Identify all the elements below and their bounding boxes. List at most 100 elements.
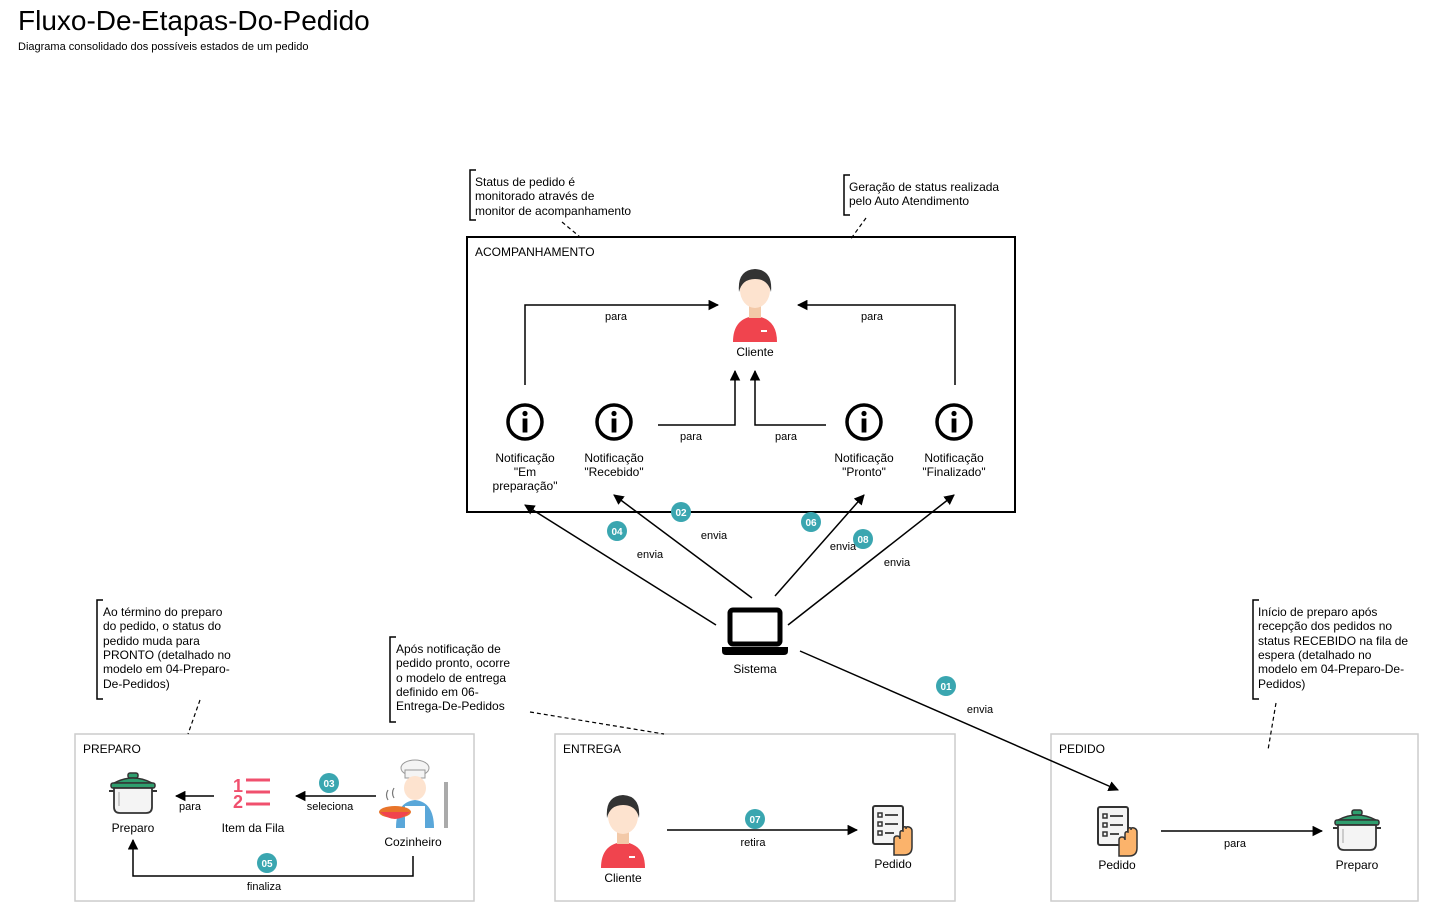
edge-label-envia-04: envia bbox=[637, 549, 664, 561]
svg-text:modelo em 04-Preparo-De-: modelo em 04-Preparo-De- bbox=[1258, 662, 1404, 676]
svg-text:pedido pronto, ocorre: pedido pronto, ocorre bbox=[396, 656, 510, 670]
svg-text:"Pronto": "Pronto" bbox=[842, 465, 886, 479]
info-icon bbox=[595, 403, 633, 441]
notif-recebido-node: Notificação "Recebido" bbox=[584, 403, 644, 479]
svg-text:pedido muda para: pedido muda para bbox=[103, 634, 200, 648]
edge-label-envia-06: envia bbox=[830, 541, 857, 553]
page-subtitle: Diagrama consolidado dos possíveis estad… bbox=[18, 41, 308, 53]
info-icon bbox=[935, 403, 973, 441]
step-badge: 07 bbox=[745, 809, 765, 829]
edge-pronto-to-cliente bbox=[749, 369, 826, 426]
edge-cozinheiro-to-preparo bbox=[127, 838, 414, 877]
edge-label-envia-02: envia bbox=[701, 530, 728, 542]
edge-label-para-1: para bbox=[605, 311, 628, 323]
edge-label-retira: retira bbox=[740, 837, 766, 849]
pedido-container bbox=[1050, 733, 1419, 902]
edge-sistema-to-em-preparacao bbox=[524, 504, 717, 626]
svg-text:status RECEBIDO na fila de: status RECEBIDO na fila de bbox=[1258, 634, 1408, 648]
svg-text:Entrega-De-Pedidos: Entrega-De-Pedidos bbox=[396, 699, 505, 713]
step-badge: 06 bbox=[801, 512, 821, 532]
pedido-title: PEDIDO bbox=[1059, 742, 1105, 756]
edge-label-para-2: para bbox=[861, 311, 884, 323]
cliente-top-label: Cliente bbox=[736, 345, 774, 359]
svg-text:08: 08 bbox=[857, 535, 869, 546]
edge-sistema-to-finalizado bbox=[787, 494, 955, 626]
svg-text:De-Pedidos): De-Pedidos) bbox=[103, 677, 170, 691]
cozinheiro-label: Cozinheiro bbox=[384, 835, 442, 849]
edge-finalizado-to-cliente bbox=[796, 299, 956, 385]
step-badge: 01 bbox=[936, 676, 956, 696]
cliente-top-icon bbox=[733, 269, 777, 342]
svg-text:04: 04 bbox=[611, 527, 623, 538]
step-badge: 05 bbox=[257, 853, 277, 873]
svg-text:recepção dos pedidos no: recepção dos pedidos no bbox=[1258, 619, 1392, 633]
step-badge: 08 bbox=[853, 529, 873, 549]
svg-text:Notificação: Notificação bbox=[495, 451, 555, 465]
svg-text:o modelo de entrega: o modelo de entrega bbox=[396, 671, 506, 685]
edge-recebido-to-cliente bbox=[658, 369, 741, 426]
acompanhamento-title: ACOMPANHAMENTO bbox=[475, 245, 595, 259]
svg-text:01: 01 bbox=[940, 682, 952, 693]
note-preparo: Ao término do preparo do pedido, o statu… bbox=[96, 599, 231, 735]
item-fila-label: Item da Fila bbox=[222, 821, 285, 835]
page-title: Fluxo-De-Etapas-Do-Pedido bbox=[18, 5, 370, 36]
sistema-label: Sistema bbox=[733, 662, 777, 676]
svg-text:05: 05 bbox=[261, 859, 273, 870]
svg-text:preparação": preparação" bbox=[493, 479, 558, 493]
svg-text:Geração de status realizada: Geração de status realizada bbox=[849, 180, 999, 194]
pot-icon bbox=[108, 772, 158, 814]
entrega-title: ENTREGA bbox=[563, 742, 621, 756]
acompanhamento-container bbox=[466, 236, 1016, 513]
edge-label-para-4: para bbox=[775, 431, 798, 443]
svg-text:Notificação: Notificação bbox=[584, 451, 644, 465]
pedido-entrega-label: Pedido bbox=[874, 857, 912, 871]
notif-finalizado-node: Notificação "Finalizado" bbox=[922, 403, 986, 479]
preparo-right-label: Preparo bbox=[1336, 858, 1379, 872]
order-hand-icon bbox=[872, 805, 913, 856]
note-pedido: Início de preparo após recepção dos pedi… bbox=[1252, 599, 1408, 751]
note-entrega: Após notificação de pedido pronto, ocorr… bbox=[389, 636, 665, 735]
svg-text:definido em 06-: definido em 06- bbox=[396, 685, 479, 699]
info-icon bbox=[845, 403, 883, 441]
step-badge: 03 bbox=[319, 773, 339, 793]
info-icon bbox=[506, 403, 544, 441]
svg-text:monitor de acompanhamento: monitor de acompanhamento bbox=[475, 204, 631, 218]
edge-label-envia-08: envia bbox=[884, 557, 911, 569]
svg-text:espera (detalhado no: espera (detalhado no bbox=[1258, 648, 1372, 662]
numbered-list-icon: 1 2 bbox=[233, 776, 270, 812]
svg-text:06: 06 bbox=[805, 518, 817, 529]
edge-sistema-to-pronto bbox=[774, 494, 865, 597]
entrega-container bbox=[554, 733, 956, 902]
chef-icon bbox=[379, 759, 448, 828]
svg-text:07: 07 bbox=[749, 815, 761, 826]
order-hand-icon bbox=[1097, 806, 1138, 857]
svg-text:monitorado através de: monitorado através de bbox=[475, 189, 595, 203]
svg-text:02: 02 bbox=[675, 508, 687, 519]
svg-text:"Recebido": "Recebido" bbox=[584, 465, 643, 479]
svg-text:PRONTO (detalhado no: PRONTO (detalhado no bbox=[103, 648, 231, 662]
cliente-entrega-label: Cliente bbox=[604, 871, 642, 885]
laptop-icon bbox=[722, 610, 788, 655]
cliente-entrega-icon bbox=[601, 795, 645, 868]
note-acompanhamento: Status de pedido é monitorado através de… bbox=[469, 169, 631, 238]
note-geracao: Geração de status realizada pelo Auto At… bbox=[843, 174, 999, 241]
svg-text:Ao término do preparo: Ao término do preparo bbox=[103, 605, 223, 619]
svg-text:Início de preparo após: Início de preparo após bbox=[1258, 605, 1377, 619]
edge-em-preparacao-to-cliente bbox=[524, 299, 720, 385]
svg-text:Pedidos): Pedidos) bbox=[1258, 677, 1305, 691]
svg-text:03: 03 bbox=[323, 779, 335, 790]
svg-text:1: 1 bbox=[233, 776, 243, 796]
preparo-title: PREPARO bbox=[83, 742, 141, 756]
notif-em-preparacao-node: Notificação "Em preparação" bbox=[493, 403, 558, 493]
step-badge: 02 bbox=[671, 502, 691, 522]
preparo-left-label: Preparo bbox=[112, 821, 155, 835]
svg-text:2: 2 bbox=[233, 792, 243, 812]
notif-pronto-node: Notificação "Pronto" bbox=[834, 403, 894, 479]
edge-label-para-pedido: para bbox=[1224, 838, 1247, 850]
svg-text:do pedido, o status do: do pedido, o status do bbox=[103, 619, 221, 633]
edge-label-envia-01: envia bbox=[967, 704, 994, 716]
edge-sistema-to-pedido bbox=[799, 650, 1119, 792]
svg-text:Notificação: Notificação bbox=[834, 451, 894, 465]
svg-text:Status de pedido é: Status de pedido é bbox=[475, 175, 575, 189]
